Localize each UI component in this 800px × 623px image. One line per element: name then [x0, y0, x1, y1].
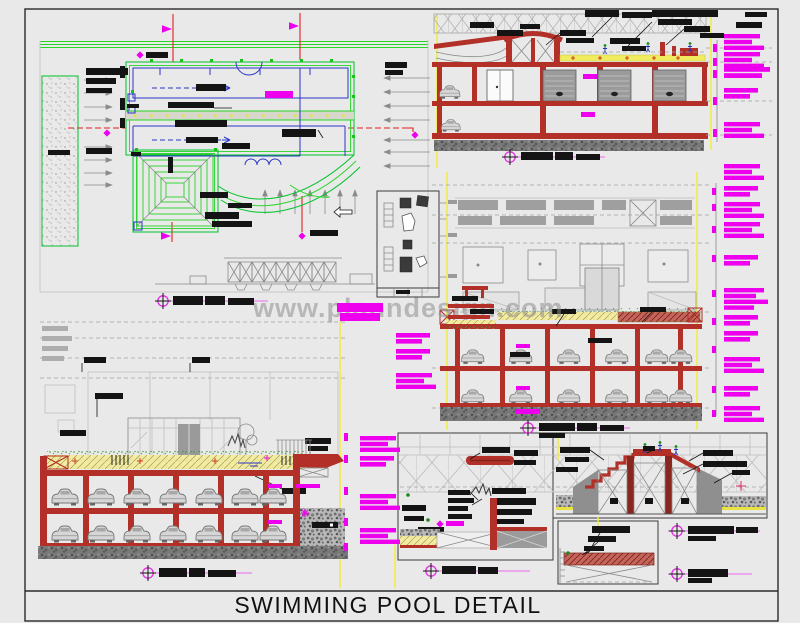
magenta-label [265, 91, 293, 98]
car-glyph [441, 119, 461, 132]
elevation-section-title [519, 419, 630, 438]
pipe-fittings [131, 59, 355, 151]
drawing-title: SWIMMING POOL DETAIL [234, 592, 541, 618]
storefront [127, 417, 241, 457]
trees [227, 423, 258, 456]
roof-section-view [432, 10, 772, 168]
stair-steps [585, 453, 635, 489]
centerline-marker-icon [411, 131, 419, 139]
sheet-frame [24, 8, 779, 622]
plaza-section-title [139, 564, 252, 582]
car-glyph [439, 85, 461, 100]
planting-bed [41, 75, 79, 247]
plan-annotations [86, 52, 407, 236]
roof-pavilion [502, 31, 564, 63]
section-marker-icon [139, 564, 157, 582]
garage-door [597, 69, 632, 102]
person-glyph [645, 41, 651, 53]
equipment-room-plan [376, 190, 457, 298]
centerline-marker-icon [298, 232, 306, 240]
shrub-glyph [469, 482, 492, 506]
slab-detail-title-1 [668, 522, 760, 541]
pool-edge-detail-title [422, 562, 530, 580]
void-arrow-glyph [333, 206, 353, 218]
centerline-flag-icon [161, 232, 171, 240]
section-marker-icon [668, 522, 686, 540]
level-labels-right2 [712, 164, 768, 422]
pool-plan-view [39, 13, 430, 293]
section-annotations [470, 10, 767, 51]
slab-detail [559, 526, 655, 583]
dimension-arrows-right [383, 75, 430, 169]
pool-piping [127, 61, 349, 231]
centerline-flag-icon [289, 22, 299, 30]
roof-section-title [501, 148, 605, 166]
equipment-strip-elevation [155, 257, 375, 291]
pool-edge-detail [400, 433, 559, 550]
slab-detail-title-2 [668, 565, 752, 583]
watermark-overlays [337, 286, 498, 330]
garage-door [652, 69, 687, 102]
plan-title [154, 292, 268, 310]
level-labels-right [706, 34, 772, 142]
garage-door [542, 69, 577, 102]
watermark: www.planndesign.com [252, 293, 564, 323]
plaza-parking-section [38, 318, 396, 588]
centerline-marker-icon [103, 129, 111, 137]
fence [276, 439, 312, 456]
parking-cars [461, 349, 693, 405]
centerlines [68, 13, 419, 242]
centerline-flag-icon [162, 25, 172, 33]
section-marker-icon [668, 565, 686, 583]
pool-steps [136, 153, 214, 227]
pool-walkway-band [126, 110, 354, 121]
section-marker-icon [422, 562, 440, 580]
person-glyph [602, 43, 608, 55]
stair-detail [556, 440, 766, 530]
section-marker-icon [154, 292, 172, 310]
section-marker-icon [519, 419, 537, 437]
section-titles [139, 148, 760, 583]
section-marker-icon [501, 148, 519, 166]
